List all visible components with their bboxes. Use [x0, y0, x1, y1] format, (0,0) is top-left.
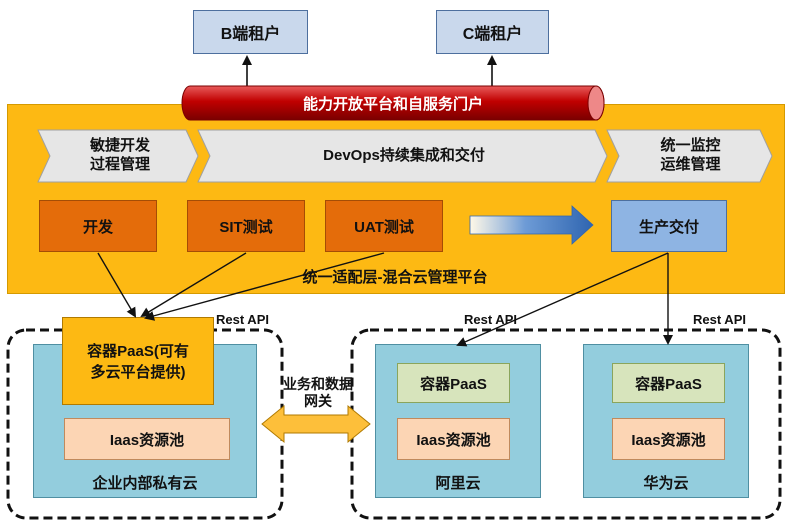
agile-line-2: 过程管理	[89, 156, 150, 173]
rest-api-left-text: Rest API	[216, 312, 269, 327]
agile-process-label: 敏捷开发 过程管理	[50, 132, 190, 180]
gateway-arrow	[261, 404, 371, 444]
aliyun-name: 阿里云	[375, 470, 541, 494]
stage-delivery-label: 生产交付	[638, 218, 699, 236]
huawei-iaas-box: Iaas资源池	[612, 418, 725, 460]
devops-label: DevOps持续集成和交付	[210, 132, 598, 180]
private-paas-box: 容器PaaS(可有 多云平台提供)	[62, 317, 214, 405]
platform-text: 统一适配层-混合云管理平台	[302, 268, 488, 286]
portal-cylinder-cap	[587, 85, 605, 121]
private-iaas-box: Iaas资源池	[64, 418, 230, 460]
aliyun-paas-box: 容器PaaS	[397, 363, 510, 403]
rest-api-middle-text: Rest API	[464, 312, 517, 327]
stage-dev-label: 开发	[82, 218, 113, 236]
gateway-line-1: 业务和数据	[283, 376, 353, 393]
chevron-devops	[197, 129, 608, 183]
rest-api-middle: Rest API	[464, 312, 517, 327]
huawei-iaas-label: Iaas资源池	[631, 431, 706, 449]
stage-sit: SIT测试	[187, 200, 305, 252]
private-paas-line-2: 多云平台提供)	[90, 364, 186, 381]
rest-api-right: Rest API	[693, 312, 746, 327]
stage-uat-label: UAT测试	[354, 218, 414, 236]
huawei-name: 华为云	[583, 470, 749, 494]
monitor-label: 统一监控 运维管理	[618, 132, 763, 180]
gateway-label: 业务和数据 网关	[268, 372, 368, 414]
c-tenant-label: C端租户	[462, 26, 523, 43]
chevron-agile	[37, 129, 199, 183]
huawei-paas-label: 容器PaaS	[635, 375, 702, 393]
stage-dev: 开发	[39, 200, 157, 252]
monitor-line-1: 统一监控	[660, 137, 721, 155]
aliyun-iaas-label: Iaas资源池	[416, 431, 491, 449]
huawei-name-text: 华为云	[643, 474, 689, 492]
private-cloud-name-text: 企业内部私有云	[92, 474, 198, 492]
private-iaas-label: Iaas资源池	[109, 431, 185, 449]
aliyun-iaas-box: Iaas资源池	[397, 418, 510, 460]
portal-label: 能力开放平台和自服务门户	[190, 86, 596, 120]
huawei-paas-box: 容器PaaS	[612, 363, 725, 403]
agile-line-1: 敏捷开发	[89, 137, 150, 155]
rest-api-right-text: Rest API	[693, 312, 746, 327]
private-cloud-name: 企业内部私有云	[33, 470, 257, 494]
private-paas-line-1: 容器PaaS(可有	[87, 343, 189, 360]
rest-api-left: Rest API	[216, 312, 269, 327]
c-tenant-box: C端租户	[436, 10, 549, 54]
aliyun-paas-label: 容器PaaS	[420, 375, 487, 393]
b-tenant-label: B端租户	[220, 26, 281, 43]
chevron-monitor	[606, 129, 773, 183]
monitor-line-2: 运维管理	[660, 156, 721, 173]
stage-sit-label: SIT测试	[219, 218, 273, 236]
gateway-line-2: 网关	[304, 393, 332, 409]
aliyun-name-text: 阿里云	[435, 474, 481, 492]
flow-arrow	[469, 205, 594, 245]
stage-uat: UAT测试	[325, 200, 443, 252]
stage-delivery: 生产交付	[611, 200, 727, 252]
portal-text: 能力开放平台和自服务门户	[302, 95, 483, 113]
platform-label: 统一适配层-混合云管理平台	[250, 264, 540, 288]
devops-text: DevOps持续集成和交付	[323, 146, 485, 164]
b-tenant-box: B端租户	[193, 10, 308, 54]
